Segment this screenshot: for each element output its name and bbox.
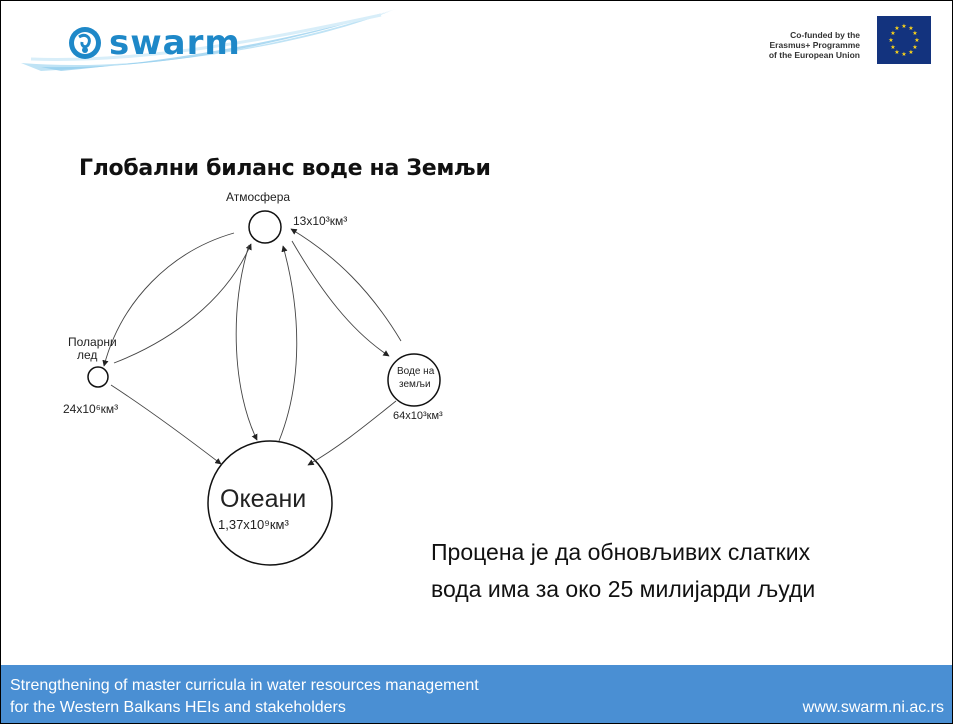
footer-project-line: for the Western Balkans HEIs and stakeho… xyxy=(10,699,346,716)
footer-bar: Strengthening of master curricula in wat… xyxy=(1,665,952,723)
logo-icon xyxy=(69,27,101,59)
arrow-oceans-to-atmosphere xyxy=(278,245,298,442)
eu-cofunding-text: Co-funded by the Erasmus+ Programme of t… xyxy=(700,30,860,60)
slide-title: Глобални биланс воде на Земљи xyxy=(79,156,491,181)
land-water-label: земљи xyxy=(399,379,431,390)
svg-text:★: ★ xyxy=(912,44,917,51)
estimate-note-line: Процена је да обновљивих слатких xyxy=(431,539,811,565)
arrow-atmosphere-to-land xyxy=(291,240,390,357)
svg-text:★: ★ xyxy=(908,49,913,56)
eu-text-line: of the European Union xyxy=(768,50,860,60)
arrow-land-to-atmosphere xyxy=(290,228,402,342)
oceans-node xyxy=(207,440,333,566)
svg-text:★: ★ xyxy=(908,25,913,32)
land-water-label: Воде на xyxy=(397,366,435,377)
svg-text:★: ★ xyxy=(912,30,917,37)
polar-ice-volume: 24x10⁶км³ xyxy=(63,402,118,416)
svg-text:★: ★ xyxy=(888,37,893,44)
arrow-polar-to-oceans xyxy=(110,384,222,465)
arrow-land-to-oceans xyxy=(307,400,397,466)
land-water-volume: 64x10³км³ xyxy=(393,410,443,422)
land-water-node xyxy=(387,353,441,407)
svg-text:★: ★ xyxy=(890,30,895,37)
estimate-note: Процена је да обновљивих слатких вода им… xyxy=(431,534,815,608)
svg-text:★: ★ xyxy=(914,37,919,44)
atmosphere-label: Атмосфера xyxy=(226,190,290,204)
eu-flag-icon: ★★★ ★★★ ★★★ ★★★ xyxy=(877,16,931,64)
atmosphere-node xyxy=(248,210,282,244)
eu-stars-icon: ★★★ ★★★ ★★★ ★★★ xyxy=(888,23,919,58)
arrow-atmosphere-to-oceans xyxy=(235,244,258,441)
polar-ice-label: лед xyxy=(77,348,97,362)
svg-text:★: ★ xyxy=(894,25,899,32)
water-balance-diagram: Атмосфера 13x10³км³ Поларни лед 24x10⁶км… xyxy=(63,190,443,566)
arrow-polar-to-atmosphere xyxy=(113,243,252,364)
polar-ice-node xyxy=(87,366,109,388)
eu-text-line: Co-funded by the xyxy=(790,30,860,40)
eu-text-line: Erasmus+ Programme xyxy=(769,40,860,50)
svg-text:★: ★ xyxy=(901,23,906,30)
arrow-atmosphere-to-polar xyxy=(102,232,235,367)
logo-text: swarm xyxy=(109,23,241,63)
oceans-volume: 1,37x10⁹км³ xyxy=(218,517,289,532)
estimate-note-line: вода има за око 25 милијарди људи xyxy=(431,576,816,602)
footer-project-line: Strengthening of master curricula in wat… xyxy=(10,677,479,694)
svg-text:★: ★ xyxy=(890,44,895,51)
svg-text:★: ★ xyxy=(894,49,899,56)
svg-text:★: ★ xyxy=(901,51,906,58)
oceans-label: Океани xyxy=(220,485,306,513)
polar-ice-label: Поларни xyxy=(68,335,117,349)
atmosphere-volume: 13x10³км³ xyxy=(293,214,347,228)
logo-wave-graphic xyxy=(21,9,396,71)
footer-url-link[interactable]: www.swarm.ni.ac.rs xyxy=(802,699,944,716)
